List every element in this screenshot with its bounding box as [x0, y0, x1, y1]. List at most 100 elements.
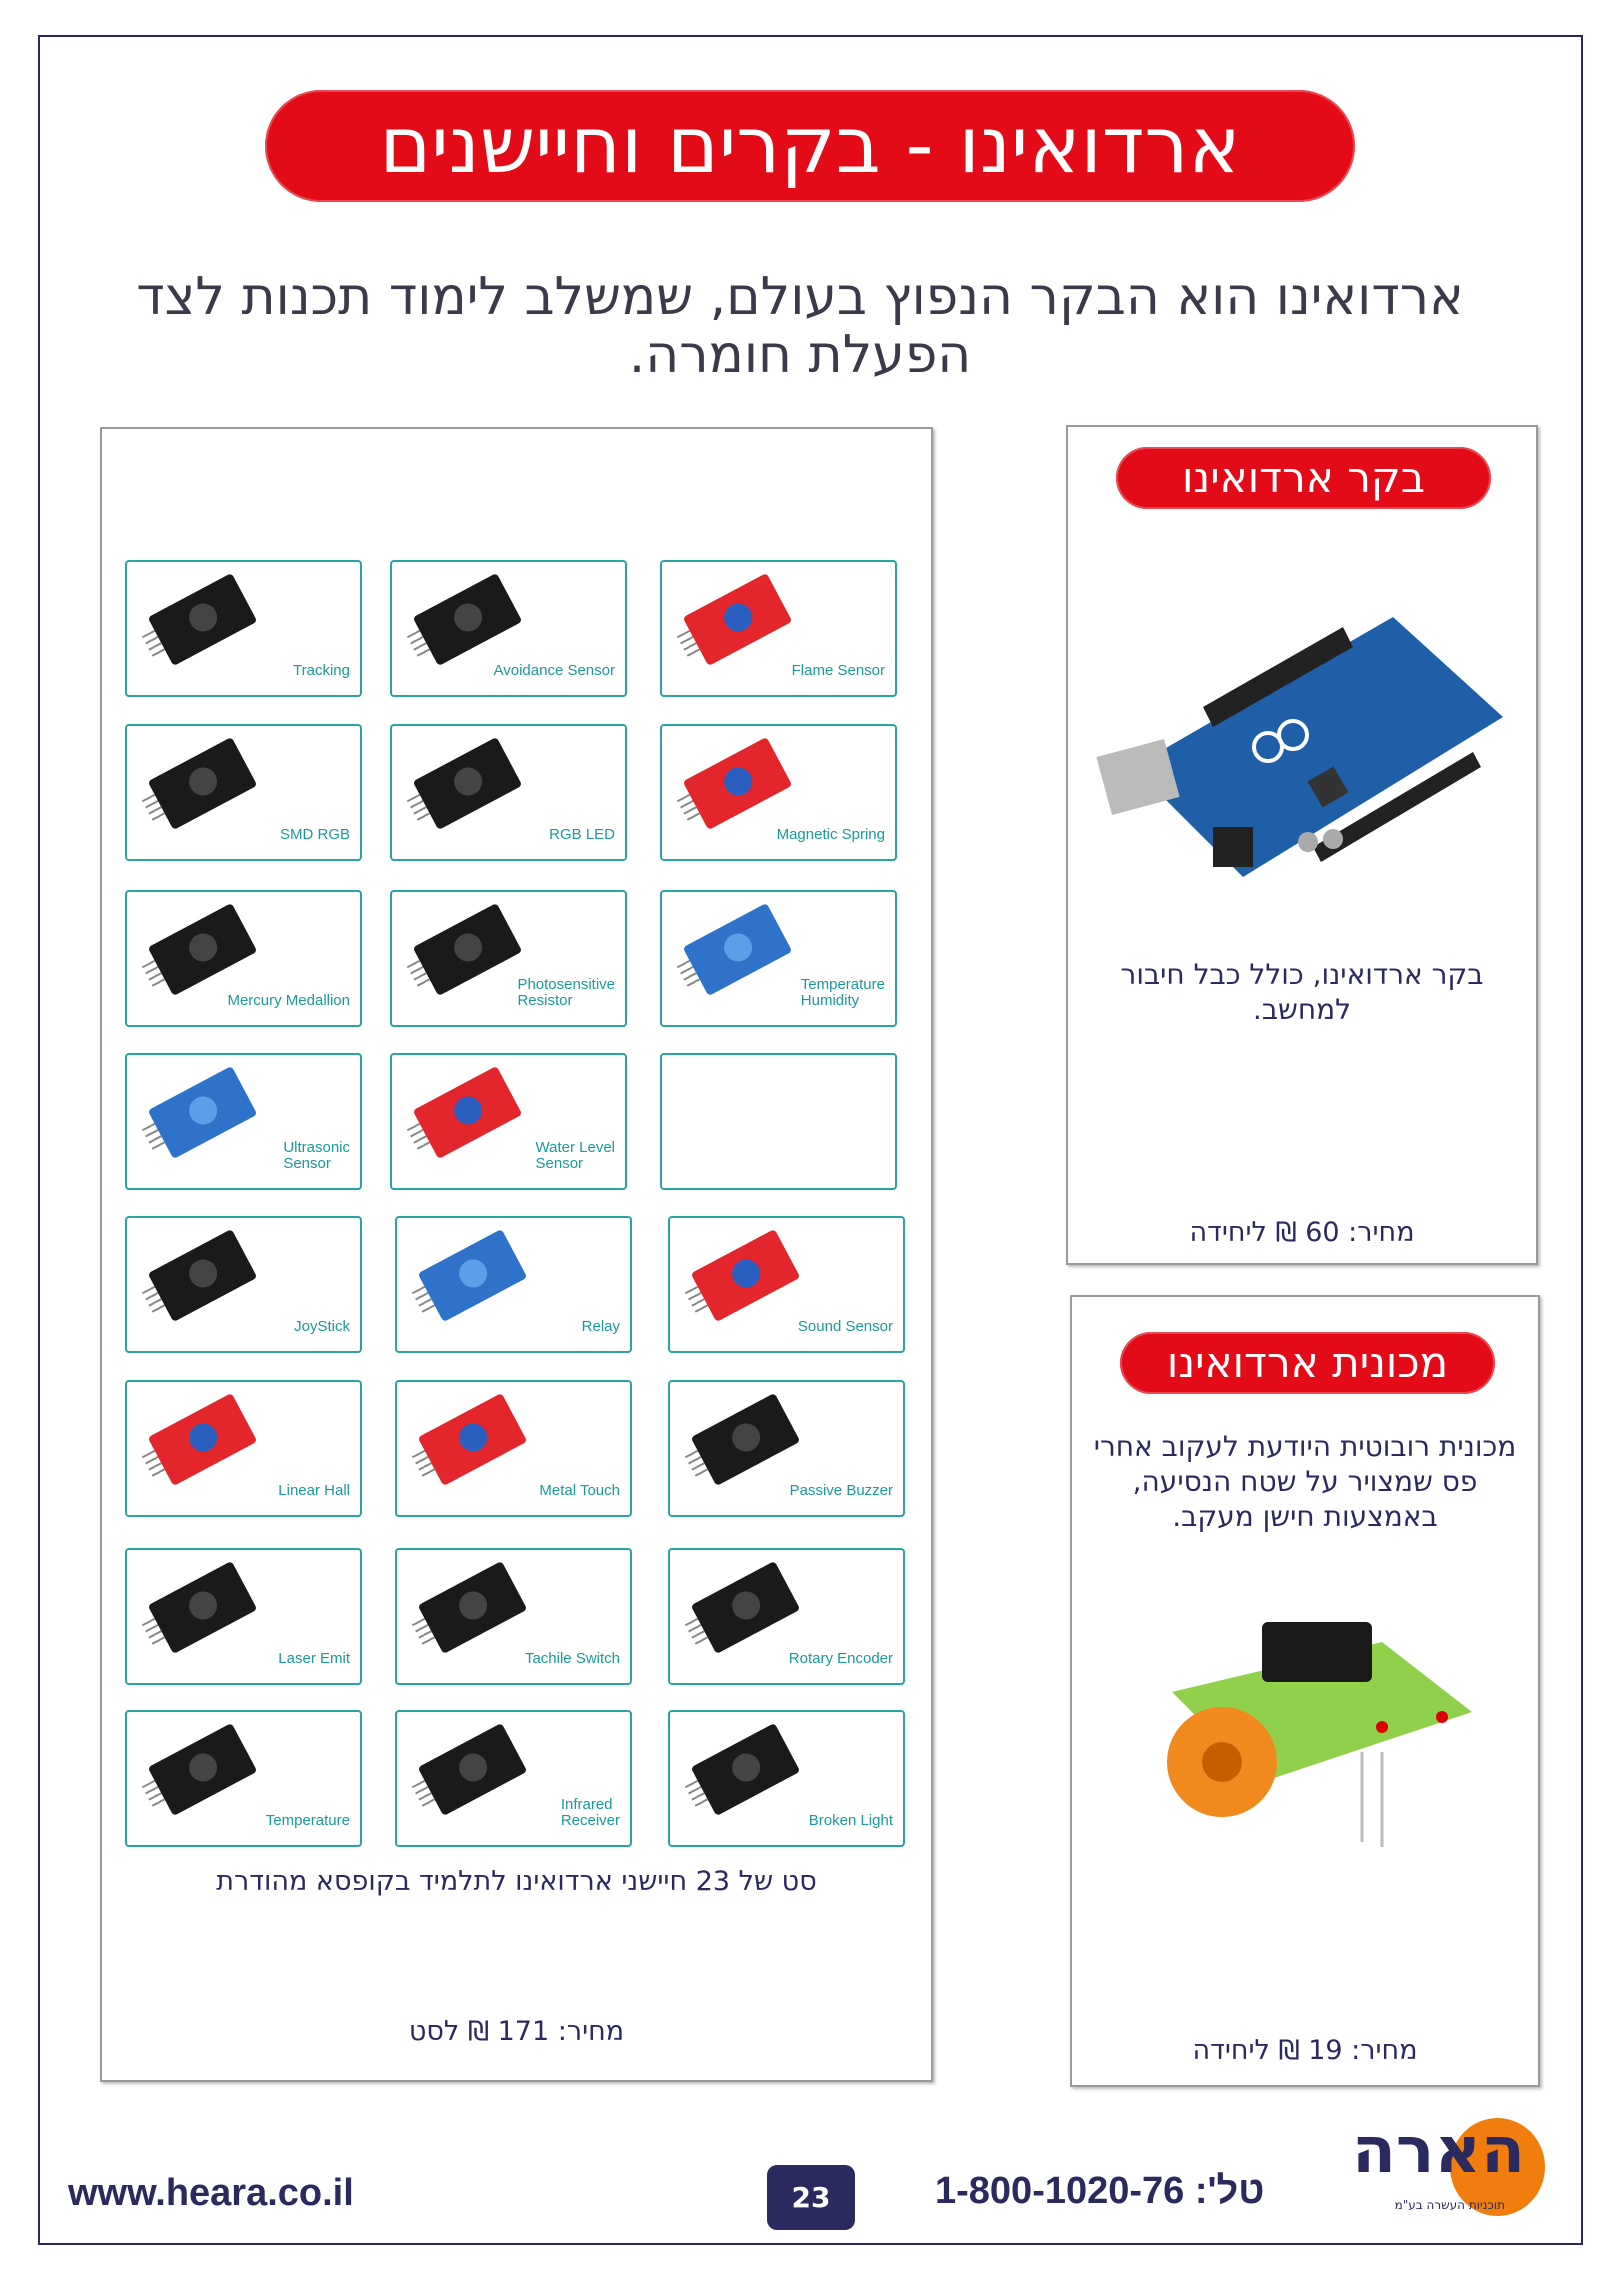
page-title: ארדואינו - בקרים וחיישנים — [265, 90, 1355, 202]
sensor-module-card: SMD RGB — [125, 724, 362, 861]
sensor-module-image — [147, 1065, 258, 1160]
sensor-module-image — [412, 736, 523, 831]
page-number: 23 — [767, 2165, 855, 2230]
sensor-module-label: Linear Hall — [278, 1482, 350, 1499]
logo-wordmark: הארה — [1351, 2114, 1525, 2188]
sensor-module-image — [690, 1392, 801, 1487]
website-link[interactable]: www.heara.co.il — [68, 2172, 354, 2214]
sensor-module-label: JoyStick — [294, 1318, 350, 1335]
sensor-module-label: Photosensitive Resistor — [517, 976, 615, 1009]
sensor-module-image — [147, 572, 258, 667]
sensor-module-card: Mercury Medallion — [125, 890, 362, 1027]
sensor-module-image — [147, 902, 258, 997]
arduino-car-card: מכונית ארדואינו מכונית רובוטית היודעת לע… — [1070, 1295, 1540, 2087]
car-card-price: מחיר: 19 ₪ ליחידה — [1192, 2035, 1418, 2066]
sensor-component-icon — [454, 1748, 493, 1787]
sensor-module-card: Passive Buzzer — [668, 1380, 905, 1517]
sensor-module-card — [660, 1053, 897, 1190]
sensor-module-label: Mercury Medallion — [227, 992, 350, 1009]
sensor-module-label: Passive Buzzer — [789, 1482, 893, 1499]
sensor-module-card: Infrared Receiver — [395, 1710, 632, 1847]
sensor-component-icon — [184, 928, 223, 967]
sensor-module-image — [412, 902, 523, 997]
sensor-module-label: Relay — [581, 1318, 620, 1335]
sensor-component-icon — [719, 762, 758, 801]
sensor-component-icon — [184, 1586, 223, 1625]
robot-car-image — [1167, 1622, 1472, 1847]
sensor-component-icon — [449, 762, 488, 801]
sensor-component-icon — [719, 598, 758, 637]
sensor-module-image — [682, 736, 793, 831]
sensor-module-label: Infrared Receiver — [560, 1796, 620, 1829]
sensor-module-card: Broken Light — [668, 1710, 905, 1847]
sensor-module-label: Flame Sensor — [791, 662, 885, 679]
sensor-module-label: SMD RGB — [279, 826, 350, 843]
sensor-module-card: Laser Emit — [125, 1548, 362, 1685]
sensor-module-label: Rotary Encoder — [788, 1650, 893, 1667]
arduino-card-description: בקר ארדואינו, כולל כבל חיבור למחשב. — [1120, 958, 1484, 1026]
sensor-module-card: Tracking — [125, 560, 362, 697]
sensor-component-icon — [454, 1586, 493, 1625]
sensor-module-card: Water Level Sensor — [390, 1053, 627, 1190]
sensor-module-card: Tachile Switch — [395, 1548, 632, 1685]
sensor-component-icon — [727, 1254, 766, 1293]
page-frame — [38, 35, 1583, 2245]
sensor-component-icon — [719, 928, 758, 967]
sensor-module-label: Broken Light — [808, 1812, 893, 1829]
sensor-module-label: Temperature Humidity — [800, 976, 885, 1009]
heara-logo: הארה תוכניות העשרה בע"מ — [1320, 2114, 1545, 2218]
sensor-module-card: Linear Hall — [125, 1380, 362, 1517]
sensor-kit-price: מחיר: 171 ₪ לסט — [408, 2016, 625, 2047]
logo-circle-icon — [1450, 2118, 1545, 2216]
sensor-kit-caption: סט של 23 חיישני ארדואינו לתלמיד בקופסא מ… — [216, 1866, 817, 1897]
sensor-module-card: Temperature — [125, 1710, 362, 1847]
sensor-component-icon — [454, 1418, 493, 1457]
sensor-module-image — [682, 572, 793, 667]
sensor-module-label: Ultrasonic Sensor — [283, 1139, 350, 1172]
sensor-module-image — [147, 736, 258, 831]
sensor-module-card: Flame Sensor — [660, 560, 897, 697]
sensor-module-image — [147, 1560, 258, 1655]
sensor-module-label: RGB LED — [549, 826, 615, 843]
sensor-component-icon — [184, 598, 223, 637]
arduino-board-image — [1096, 617, 1503, 877]
sensor-module-label: Avoidance Sensor — [493, 662, 615, 679]
sensor-module-image — [690, 1228, 801, 1323]
sensor-module-image — [417, 1560, 528, 1655]
sensor-module-label: Metal Touch — [539, 1482, 620, 1499]
sensor-module-image — [417, 1228, 528, 1323]
sensor-component-icon — [184, 1748, 223, 1787]
arduino-card-title: בקר ארדואינו — [1116, 447, 1491, 509]
arduino-card-price: מחיר: 60 ₪ ליחידה — [1189, 1217, 1415, 1248]
sensor-component-icon — [727, 1586, 766, 1625]
sensor-module-card: Sound Sensor — [668, 1216, 905, 1353]
sensor-module-card: Metal Touch — [395, 1380, 632, 1517]
sensor-component-icon — [184, 1091, 223, 1130]
sensor-component-icon — [449, 928, 488, 967]
sensor-component-icon — [727, 1418, 766, 1457]
sensor-module-label: Water Level Sensor — [535, 1139, 615, 1172]
sensor-module-card: Ultrasonic Sensor — [125, 1053, 362, 1190]
sensor-component-icon — [184, 1418, 223, 1457]
sensor-module-card: Magnetic Spring — [660, 724, 897, 861]
sensor-module-card: JoyStick — [125, 1216, 362, 1353]
sensor-component-icon — [454, 1254, 493, 1293]
sensor-module-image — [412, 572, 523, 667]
sensor-module-image — [690, 1722, 801, 1817]
sensor-module-image — [412, 1065, 523, 1160]
sensor-module-image — [682, 902, 793, 997]
arduino-board-card: בקר ארדואינו בקר ארדואינו, כולל כבל חיבו… — [1066, 425, 1538, 1265]
sensor-module-card: Avoidance Sensor — [390, 560, 627, 697]
sensor-module-card: Relay — [395, 1216, 632, 1353]
sensor-module-card: Temperature Humidity — [660, 890, 897, 1027]
sensor-module-label: Tachile Switch — [524, 1650, 620, 1667]
sensor-module-image — [147, 1722, 258, 1817]
sensor-module-image — [147, 1228, 258, 1323]
sensor-module-label: Temperature — [265, 1812, 350, 1829]
sensor-component-icon — [184, 1254, 223, 1293]
sensor-component-icon — [449, 598, 488, 637]
sensor-module-card: Rotary Encoder — [668, 1548, 905, 1685]
car-card-description: מכונית רובוטית היודעת לעקוב אחרי פס שמצו… — [1093, 1430, 1517, 1533]
sensor-module-label: Magnetic Spring — [776, 826, 885, 843]
sensor-module-image — [417, 1722, 528, 1817]
